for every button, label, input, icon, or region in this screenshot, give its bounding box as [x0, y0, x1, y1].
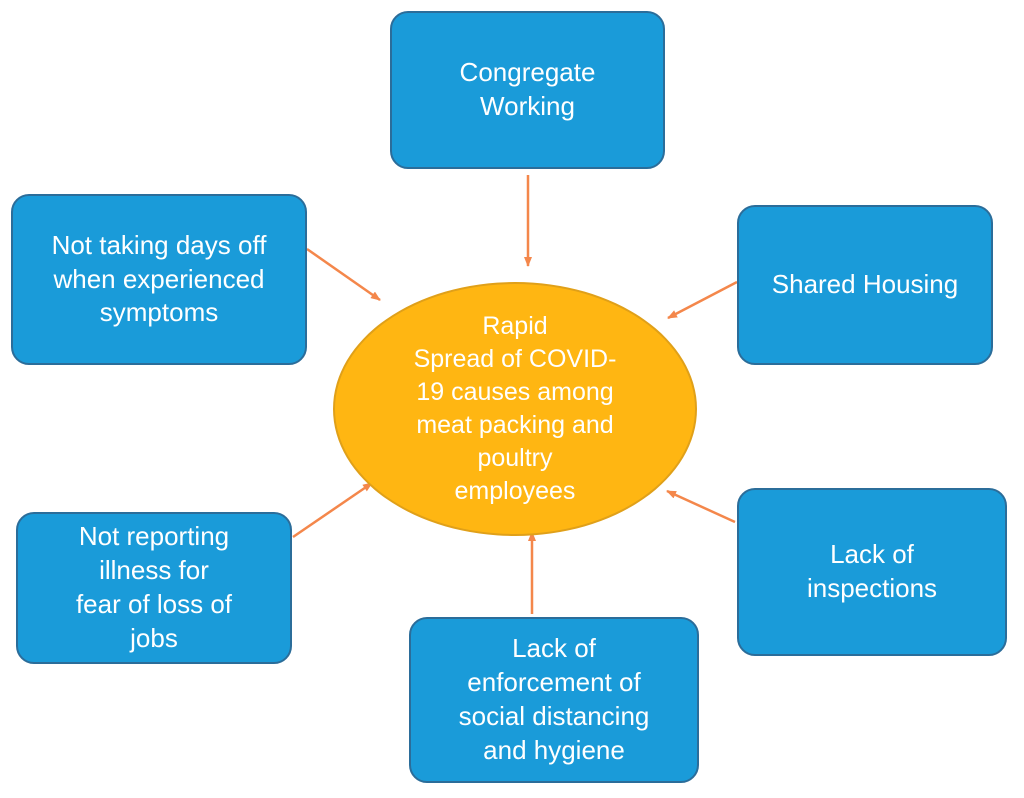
factor-lack-of-enforcement: Lack of enforcement of social distancing… — [409, 617, 699, 783]
arrow-shared-housing — [667, 280, 738, 320]
factor-not-taking-days-off: Not taking days off when experienced sym… — [11, 194, 307, 365]
factor-label: Not taking days off when experienced sym… — [51, 229, 267, 328]
factor-label: Lack of inspections — [806, 539, 938, 603]
central-outcome-ellipse: Rapid Spread of COVID- 19 causes among m… — [333, 282, 697, 536]
factor-label: Lack of enforcement of social distancing… — [458, 633, 650, 765]
central-outcome-label: Rapid Spread of COVID- 19 causes among m… — [413, 312, 617, 505]
factor-label: Not reporting illness for fear of loss o… — [75, 521, 233, 653]
factor-not-reporting-illness: Not reporting illness for fear of loss o… — [16, 512, 292, 664]
arrow-not-taking-days-off — [306, 247, 381, 302]
factor-lack-of-inspections: Lack of inspections — [737, 488, 1007, 656]
arrow-lack-of-inspections — [666, 489, 736, 524]
arrow-not-reporting-illness — [292, 481, 373, 539]
factor-shared-housing: Shared Housing — [737, 205, 993, 365]
factor-label: Congregate Working — [459, 57, 596, 121]
factor-congregate-working: Congregate Working — [390, 11, 665, 169]
factor-label: Shared Housing — [771, 269, 959, 300]
